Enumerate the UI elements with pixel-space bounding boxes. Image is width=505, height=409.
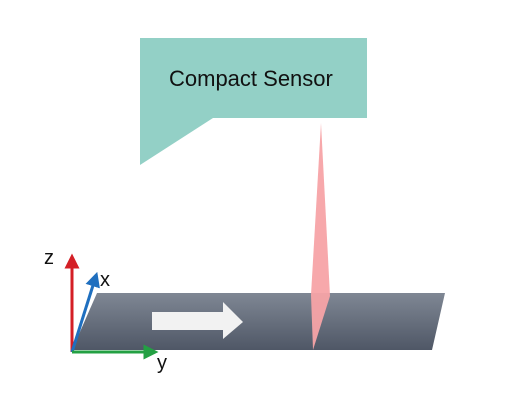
sensor-beam: [311, 123, 330, 350]
conveyor-belt: [72, 293, 445, 350]
coordinate-axes: z x y: [44, 247, 167, 374]
sensor-callout: [140, 38, 367, 165]
sensor-callout-label: Compact Sensor: [169, 66, 333, 91]
travel-direction-arrow: [152, 302, 243, 339]
x-axis-label: x: [100, 269, 110, 291]
z-axis-label: z: [44, 247, 54, 269]
y-axis-label: y: [157, 352, 167, 374]
x-axis-arrow: [70, 271, 100, 353]
